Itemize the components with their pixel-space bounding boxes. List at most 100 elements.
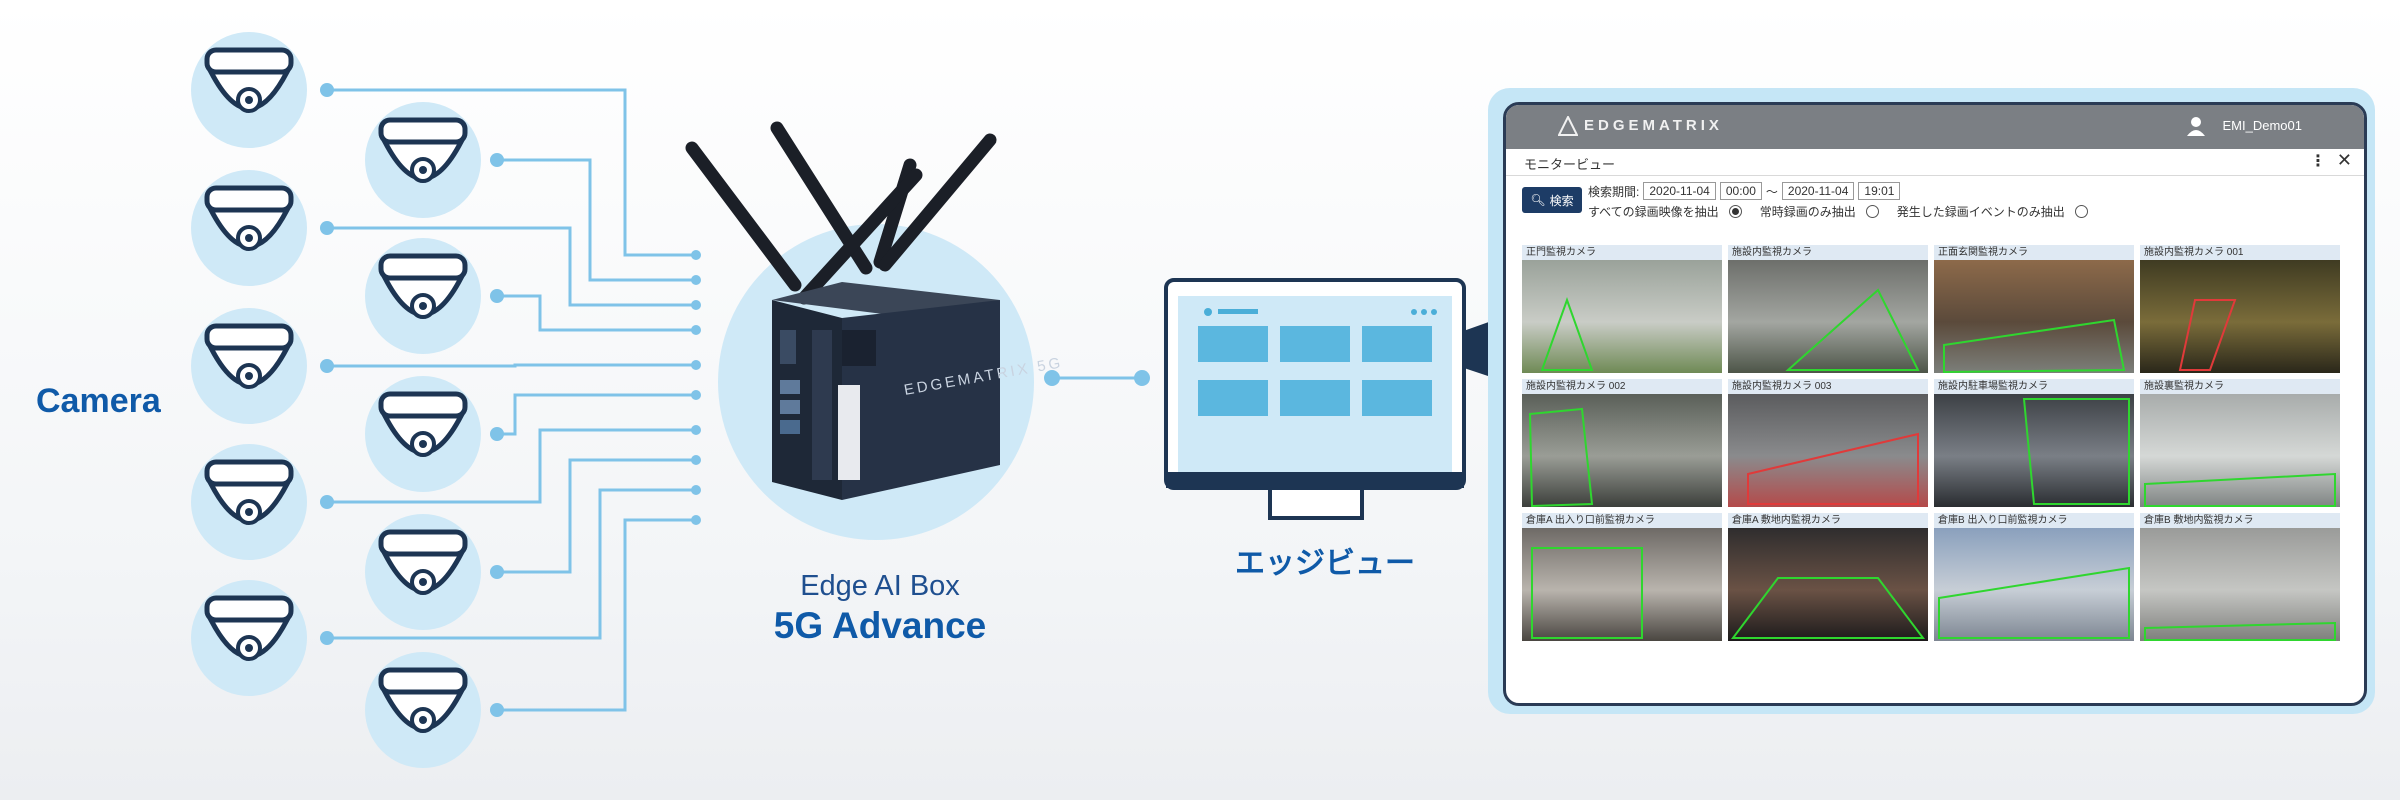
camera-tile-title: 施設内監視カメラ 003: [1728, 379, 1928, 394]
camera-feed-image[interactable]: [1522, 528, 1722, 641]
dome-camera-icon: [365, 238, 481, 354]
date-from-field[interactable]: 2020-11-04: [1643, 182, 1716, 200]
camera-tile[interactable]: 施設内監視カメラ 001: [2140, 245, 2340, 373]
detection-zone-overlay: [2144, 621, 2336, 641]
camera-tile[interactable]: 施設内駐車場監視カメラ: [1934, 379, 2134, 507]
device-caption: Edge AI Box 5G Advance: [740, 570, 1020, 647]
camera-grid: 正門監視カメラ施設内監視カメラ正面玄関監視カメラ施設内監視カメラ 001 施設内監…: [1522, 245, 2340, 641]
camera-tile[interactable]: 施設内監視カメラ 002: [1522, 379, 1722, 507]
camera-tile-title: 倉庫A 出入り口前監視カメラ: [1522, 513, 1722, 528]
camera-feed-image[interactable]: [2140, 260, 2340, 373]
connector-dot: [1134, 370, 1150, 386]
wire-endpoint-dot: [691, 485, 701, 495]
dome-camera-icon: [365, 652, 481, 768]
camera-feed-image[interactable]: [1934, 394, 2134, 507]
dome-camera-icon: [365, 514, 481, 630]
wire-endpoint-dot: [691, 360, 701, 370]
filter-continuous-radio[interactable]: [1865, 204, 1879, 218]
device-caption-line1: Edge AI Box: [800, 570, 960, 602]
camera-label: Camera: [36, 382, 161, 420]
ai-box-device: [772, 282, 1000, 500]
wire-endpoint-dot: [320, 631, 334, 645]
wire-endpoint-dot: [490, 703, 504, 717]
wire-endpoint-dot: [691, 455, 701, 465]
dome-camera-icon: [191, 308, 307, 424]
camera-feed-image[interactable]: [2140, 394, 2340, 507]
time-to-field[interactable]: 19:01: [1858, 182, 1901, 200]
detection-zone-overlay: [1528, 407, 1594, 507]
wire-endpoint-dot: [691, 325, 701, 335]
search-icon: 🔍︎: [1530, 193, 1546, 207]
camera-wire: [497, 294, 696, 332]
camera-feed-image[interactable]: [1934, 260, 2134, 373]
filter-continuous-label: 常時録画のみ抽出: [1759, 204, 1856, 219]
filter-events-radio[interactable]: [2074, 204, 2088, 218]
filter-all-label: すべての録画映像を抽出: [1588, 204, 1719, 219]
wire-endpoint-dot: [320, 221, 334, 235]
wire-endpoint-dot: [691, 425, 701, 435]
antenna-icons: [685, 121, 997, 305]
search-button-label: 検索: [1549, 193, 1574, 208]
camera-feed-image[interactable]: [1728, 394, 1928, 507]
wire-endpoint-dot: [320, 359, 334, 373]
user-name[interactable]: EMI_Demo01: [2222, 118, 2302, 133]
camera-feed-image[interactable]: [1728, 528, 1928, 641]
camera-wire: [327, 428, 696, 504]
view-subbar: モニタービュー ⋮ ✕: [1506, 149, 2364, 176]
camera-tile[interactable]: 倉庫A 出入り口前監視カメラ: [1522, 513, 1722, 641]
brand-name: EDGEMATRIX: [1584, 117, 1723, 134]
close-icon[interactable]: ✕: [2336, 150, 2352, 170]
camera-tile-title: 正面玄関監視カメラ: [1934, 245, 2134, 260]
camera-tile[interactable]: 倉庫B 出入り口前監視カメラ: [1934, 513, 2134, 641]
view-title: モニタービュー: [1524, 157, 1616, 172]
wire-endpoint-dot: [691, 390, 701, 400]
camera-wire: [497, 518, 696, 712]
camera-feed-image[interactable]: [1934, 528, 2134, 641]
date-to-field[interactable]: 2020-11-04: [1781, 182, 1855, 200]
camera-wire: [327, 88, 696, 257]
wire-endpoint-dot: [490, 289, 504, 303]
detection-zone-overlay: [1938, 566, 2130, 639]
camera-tile-title: 施設内監視カメラ: [1728, 245, 1928, 260]
camera-tile[interactable]: 施設内監視カメラ 003: [1728, 379, 1928, 507]
more-menu-icon[interactable]: ⋮: [2310, 153, 2326, 170]
camera-tile[interactable]: 施設内監視カメラ: [1728, 245, 1928, 373]
camera-tile-title: 施設内駐車場監視カメラ: [1934, 379, 2134, 394]
camera-tile[interactable]: 倉庫B 敷地内監視カメラ: [2140, 513, 2340, 641]
camera-feed-image[interactable]: [2140, 528, 2340, 641]
app-titlebar: EDGEMATRIX EMI_Demo01: [1506, 105, 2364, 149]
dome-camera-icon: [191, 444, 307, 560]
camera-feed-image[interactable]: [1522, 394, 1722, 507]
camera-tile[interactable]: 正門監視カメラ: [1522, 245, 1722, 373]
camera-feed-image[interactable]: [1522, 260, 1722, 373]
edge-view-label: エッジビュー: [1235, 547, 1415, 580]
camera-wire: [327, 226, 696, 307]
dome-camera-icon: [191, 170, 307, 286]
brand-logo-icon: [1558, 116, 1578, 136]
user-icon[interactable]: [2186, 115, 2206, 137]
camera-tile-title: 倉庫B 出入り口前監視カメラ: [1934, 513, 2134, 528]
camera-feed-image[interactable]: [1728, 260, 1928, 373]
connector-dot: [1044, 370, 1060, 386]
search-filters: 検索期間: 2020-11-04 00:00 〜 2020-11-04 19:0…: [1588, 181, 2102, 221]
dome-camera-icon: [191, 580, 307, 696]
dome-camera-icon: [365, 102, 481, 218]
wire-endpoint-dot: [490, 565, 504, 579]
wire-endpoint-dot: [320, 83, 334, 97]
camera-tile-title: 施設内監視カメラ 002: [1522, 379, 1722, 394]
camera-wire: [497, 458, 696, 574]
detection-zone-overlay: [1943, 318, 2126, 373]
wire-endpoint-dot: [691, 515, 701, 525]
camera-tile[interactable]: 倉庫A 敷地内監視カメラ: [1728, 513, 1928, 641]
camera-tile[interactable]: 正面玄関監視カメラ: [1934, 245, 2134, 373]
wire-endpoint-dot: [320, 495, 334, 509]
search-button[interactable]: 🔍︎ 検索: [1522, 187, 1582, 213]
wire-endpoint-dot: [490, 427, 504, 441]
camera-group: [191, 32, 481, 768]
period-label: 検索期間:: [1588, 184, 1640, 199]
time-from-field[interactable]: 00:00: [1719, 182, 1762, 200]
wire-endpoint-dot: [691, 275, 701, 285]
camera-tile[interactable]: 施設裏監視カメラ: [2140, 379, 2340, 507]
filter-all-radio[interactable]: [1728, 204, 1742, 218]
